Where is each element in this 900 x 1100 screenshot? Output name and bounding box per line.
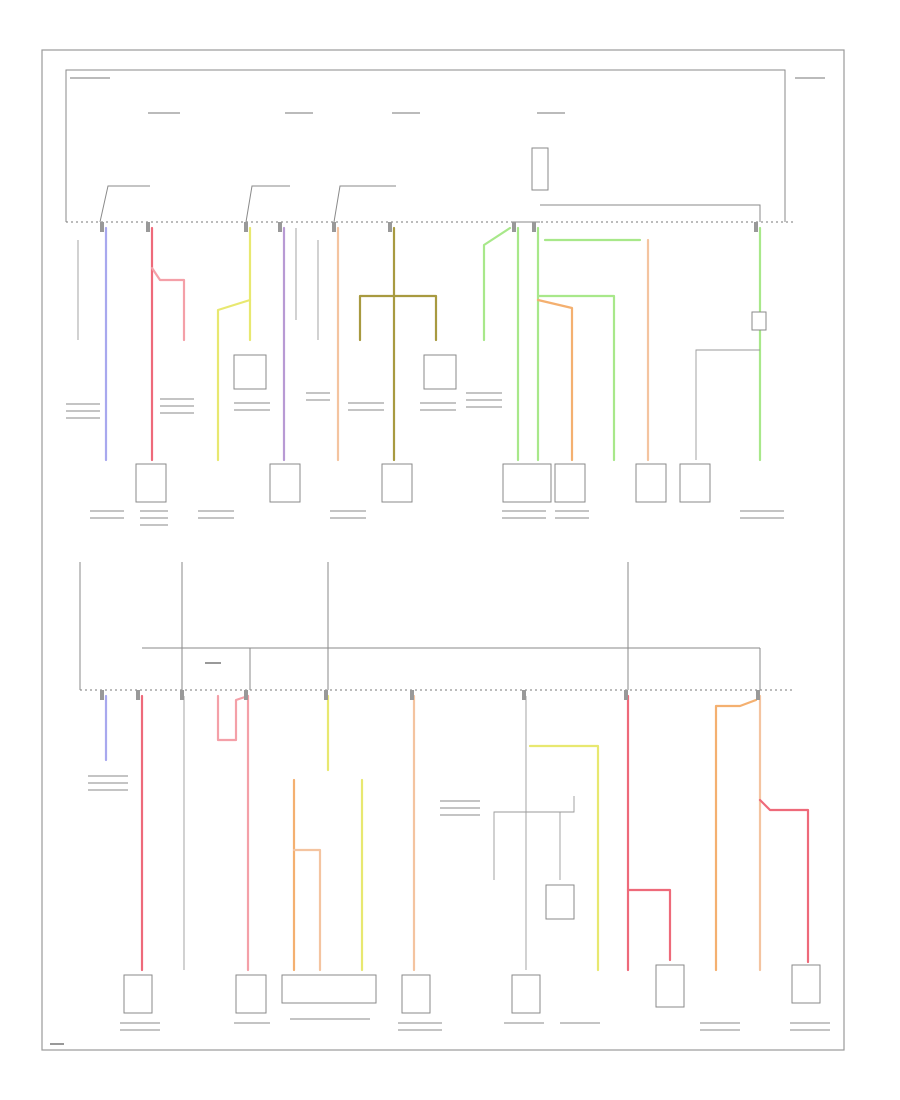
wire-red-2 — [150, 266, 186, 342]
wire-pink-1 — [216, 694, 250, 742]
wire-yellow-2 — [216, 298, 252, 462]
wire-orange-1 — [536, 298, 574, 462]
wire-green-1 — [482, 226, 512, 342]
component-l1 — [123, 974, 153, 1014]
component-b2 — [269, 463, 301, 503]
component-u1 — [233, 354, 267, 390]
component-l4 — [401, 974, 431, 1014]
fuse-label-1 — [148, 112, 180, 114]
fuse-label-4 — [537, 112, 565, 114]
component-l5 — [511, 974, 541, 1014]
component-l2 — [235, 974, 267, 1014]
component-u2 — [423, 354, 457, 390]
fuse-tap-3 — [333, 185, 396, 223]
wire-red-6 — [758, 798, 810, 964]
fuse-tap-5 — [540, 204, 761, 222]
component-l7 — [655, 964, 685, 1008]
component-b7 — [679, 463, 711, 503]
relay-symbol-lower — [205, 662, 221, 664]
wire-green-5 — [536, 294, 616, 462]
upper-power-section — [65, 69, 825, 503]
component-l3 — [281, 974, 377, 1004]
component-b1 — [135, 463, 167, 503]
wire-orange-3 — [292, 848, 322, 972]
upper-connector-marks — [100, 222, 758, 232]
lower-power-section — [79, 562, 821, 1014]
component-b3 — [381, 463, 413, 503]
wire-yellow-5 — [528, 744, 600, 972]
component-b4 — [502, 463, 552, 503]
wire-gray-4 — [695, 349, 760, 460]
fuse-tap-2 — [245, 185, 290, 223]
component-b6 — [635, 463, 667, 503]
lower-connector-marks — [100, 690, 760, 700]
hot-label-right — [795, 77, 825, 79]
hot-at-all-times-label — [70, 77, 110, 79]
wire-orange-4 — [714, 698, 758, 972]
upper-supply-rail — [65, 69, 786, 222]
component-l6 — [545, 884, 575, 920]
component-b5 — [554, 463, 586, 503]
fuse-label-3 — [392, 112, 420, 114]
diagram-border — [41, 49, 845, 1051]
relay-box-top — [531, 147, 549, 191]
illegible-labels — [66, 392, 830, 1031]
fuse-tap-1 — [99, 185, 150, 223]
component-l8 — [791, 964, 821, 1004]
diode-box-right — [751, 311, 767, 331]
wire-red-5 — [626, 888, 672, 962]
sheet-label-mark — [50, 1043, 64, 1045]
fuse-label-2 — [285, 112, 313, 114]
wire-olive-2 — [358, 294, 438, 342]
wire-gray-7 — [493, 796, 575, 880]
